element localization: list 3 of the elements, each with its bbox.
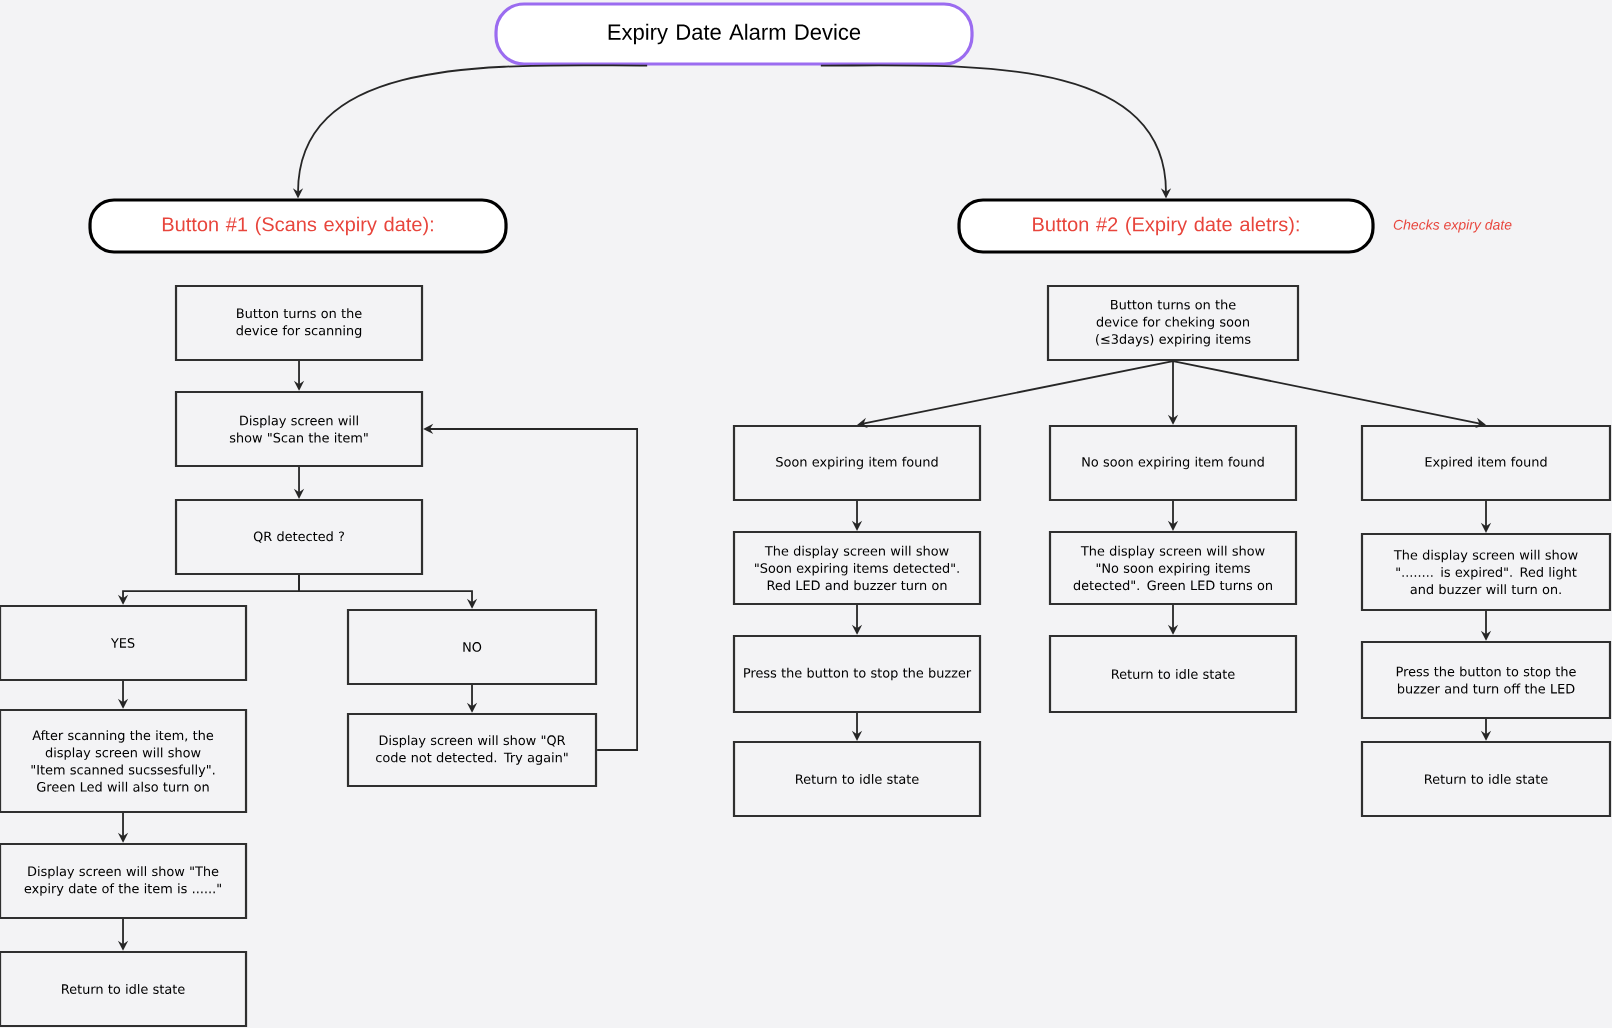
button-box: Button #2 (Expiry date aletrs): — [957, 198, 1375, 254]
title-box: Expiry Date Alarm Device — [494, 2, 974, 66]
button-box: Button #1 (Scans expiry date): — [88, 198, 508, 254]
